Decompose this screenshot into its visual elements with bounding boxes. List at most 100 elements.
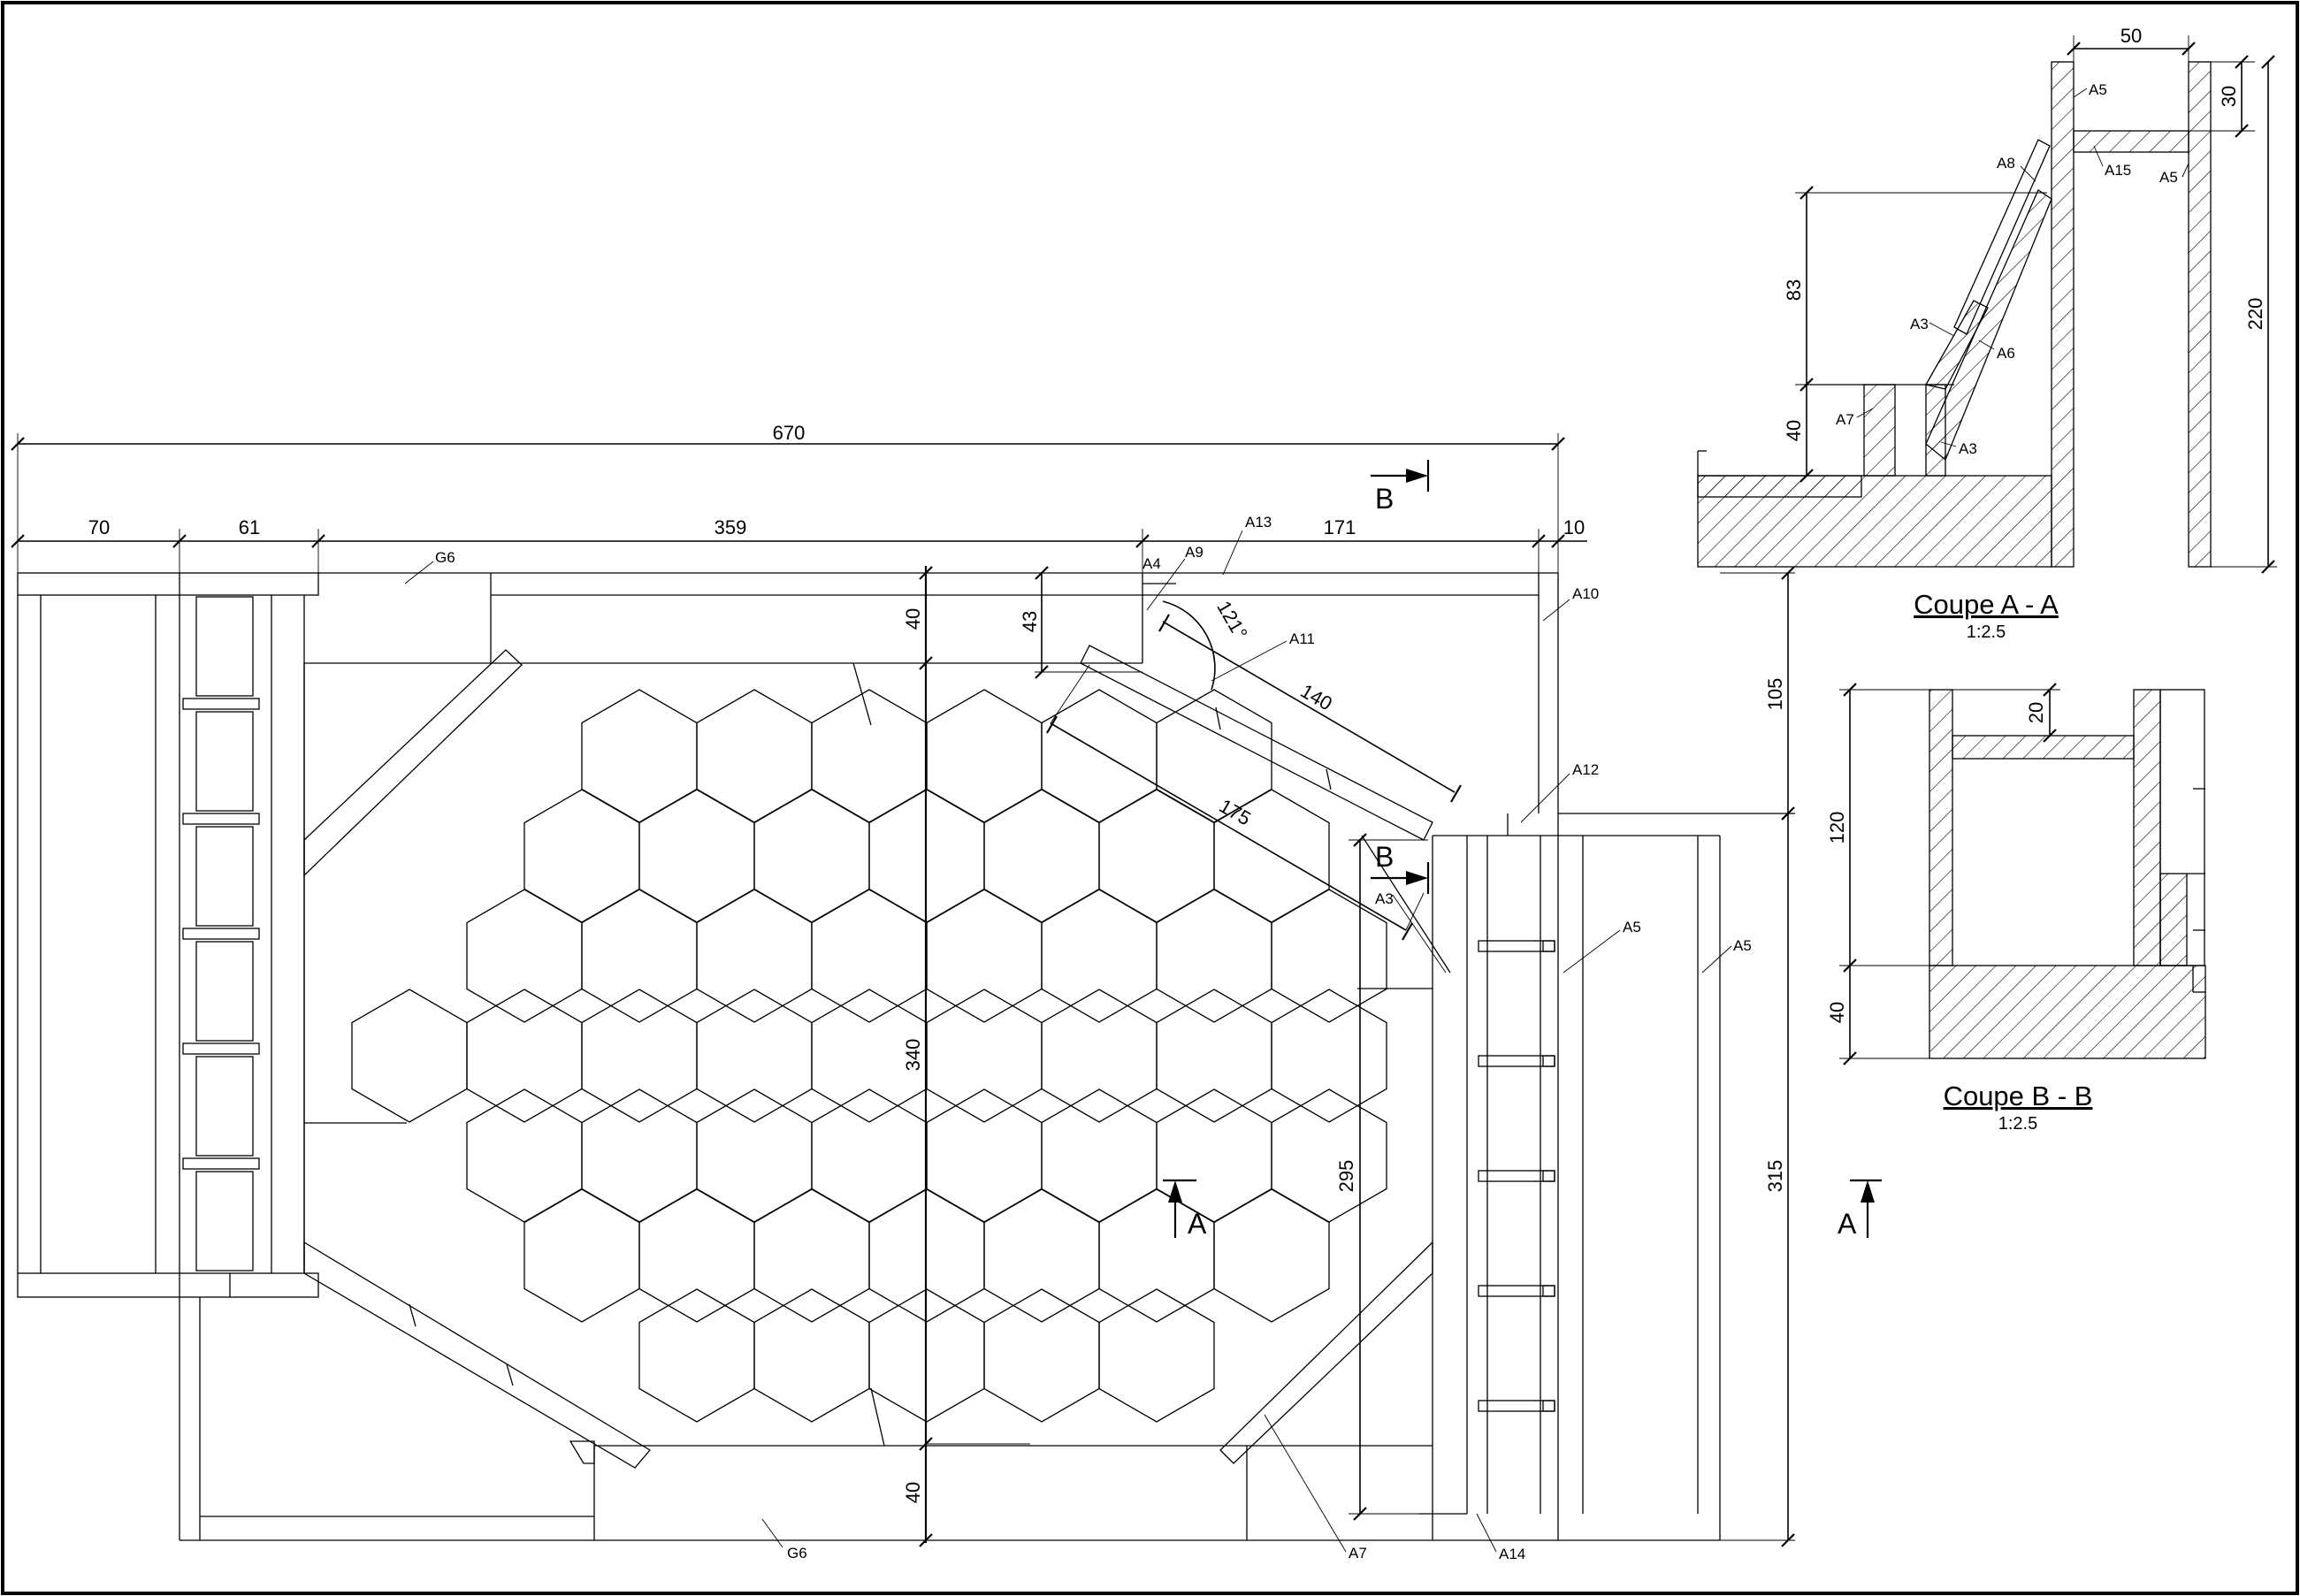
section-bb-scale: 1:2.5 [1998, 1114, 2037, 1134]
plan-part-labels: G6 G6 A4 A9 A13 A10 A11 A12 A3 A5 A5 A7 … [404, 514, 1752, 1562]
dim-61: 61 [239, 516, 260, 538]
hexagon-tile [581, 889, 698, 1023]
aa-dim-50: 50 [2120, 25, 2142, 47]
aa-dim-40: 40 [1783, 420, 1805, 441]
diagonal-members [303, 645, 1451, 1469]
step-rung [182, 928, 260, 940]
hexagon-tile [523, 789, 640, 923]
aa-label-a3-b: A3 [1959, 440, 1977, 457]
ladder-rung-end [1542, 1170, 1555, 1182]
hexagon-tile [581, 689, 698, 823]
dim-105: 105 [1764, 678, 1786, 711]
hexagon-tile [523, 1188, 640, 1323]
dim-359: 359 [714, 516, 747, 538]
hexagon-tile [811, 1088, 928, 1223]
hexagon-tile [1041, 1088, 1158, 1223]
label-a11: A11 [1289, 630, 1315, 647]
dim-70: 70 [88, 516, 110, 538]
hexagon-tile [1271, 1088, 1387, 1223]
section-markers: B B A A [1163, 460, 1882, 1240]
hexagon-tile [926, 989, 1043, 1123]
hexagon-tile [1213, 1188, 1330, 1323]
right-ladder [1478, 940, 1555, 1412]
aa-label-a5-right: A5 [2159, 169, 2178, 186]
hexagon-tile [926, 889, 1043, 1023]
hexagon-tile [696, 1088, 813, 1223]
step-rung [182, 698, 260, 710]
hexagon-tile [1098, 789, 1215, 923]
dim-175: 175 [1216, 794, 1255, 829]
step-panel [195, 826, 254, 927]
step-rung [182, 813, 260, 825]
hexagon-tile [1156, 989, 1272, 1123]
bb-dim-120: 120 [1826, 812, 1848, 844]
section-bb-title: Coupe B - B [1944, 1081, 2093, 1111]
hexagon-tile [466, 989, 583, 1123]
hexagon-tile [581, 1088, 698, 1223]
hexagon-tile [696, 889, 813, 1023]
step-panel [195, 941, 254, 1042]
hexagon-tile [753, 1288, 870, 1423]
aa-label-a3-a: A3 [1910, 316, 1929, 332]
hexagon-tile [696, 689, 813, 823]
hexagon-tile [1156, 889, 1272, 1023]
section-aa-scale: 1:2.5 [1967, 622, 2006, 642]
ladder-rung-end [1542, 940, 1555, 952]
label-a3: A3 [1375, 890, 1394, 907]
label-a14: A14 [1499, 1546, 1525, 1562]
hexagon-tile [696, 989, 813, 1123]
hexagon-tile [638, 1288, 755, 1423]
left-module [17, 572, 319, 1540]
hexagon-tile [983, 1288, 1100, 1423]
dim-140: 140 [1297, 679, 1336, 714]
section-mark-b-mid: B [1375, 841, 1394, 873]
step-panel [195, 596, 254, 697]
label-a4: A4 [1142, 555, 1161, 572]
ladder-rung-end [1542, 1055, 1555, 1067]
hexagon-tile [983, 789, 1100, 923]
aa-dim-30: 30 [2218, 86, 2240, 107]
label-a7: A7 [1349, 1545, 1367, 1562]
section-aa-title: Coupe A - A [1914, 589, 2059, 620]
section-mark-a-right: A [1838, 1208, 1857, 1240]
hexagon-tile [926, 1088, 1043, 1223]
dim-43: 43 [1019, 611, 1041, 632]
hexagon-tile [1041, 689, 1158, 823]
aa-label-a6: A6 [1997, 345, 2015, 362]
label-a12: A12 [1572, 761, 1599, 778]
main-outline [180, 572, 1795, 1541]
hexagon-tile [1041, 989, 1158, 1123]
bb-dim-20: 20 [2025, 702, 2047, 723]
aa-label-a8: A8 [1997, 155, 2015, 172]
hexagon-tile [638, 789, 755, 923]
dim-40-top: 40 [902, 608, 924, 630]
ladder-rung-end [1542, 1285, 1555, 1297]
hexagon-tile [1098, 1288, 1215, 1423]
dim-295: 295 [1335, 1160, 1357, 1193]
hexagon-tile [466, 1088, 583, 1223]
section-bb: 20 120 40 Coupe B - B 1:2.5 [1826, 683, 2206, 1134]
hexagon-tile [1271, 889, 1387, 1023]
hexagon-tile [753, 789, 870, 923]
label-g6-top: G6 [435, 549, 455, 566]
step-rung [182, 1157, 260, 1170]
label-a5-b: A5 [1733, 937, 1752, 954]
step-panel [195, 1171, 254, 1271]
aa-dim-220: 220 [2244, 298, 2266, 331]
dim-670: 670 [773, 422, 806, 444]
dim-40-bottom: 40 [902, 1482, 924, 1503]
step-panel [195, 711, 254, 812]
label-g6-bottom: G6 [787, 1545, 807, 1562]
label-a13: A13 [1245, 514, 1272, 531]
hexagon-tile [466, 889, 583, 1023]
aa-dim-83: 83 [1783, 279, 1805, 301]
ladder-rung-end [1542, 1400, 1555, 1412]
hexagon-tile [811, 889, 928, 1023]
hexagon-tile [1041, 889, 1158, 1023]
dim-315: 315 [1764, 1160, 1786, 1193]
step-panel [195, 1056, 254, 1157]
hexagon-tile [638, 1188, 755, 1323]
dim-10: 10 [1563, 516, 1585, 538]
dim-171: 171 [1324, 516, 1356, 538]
